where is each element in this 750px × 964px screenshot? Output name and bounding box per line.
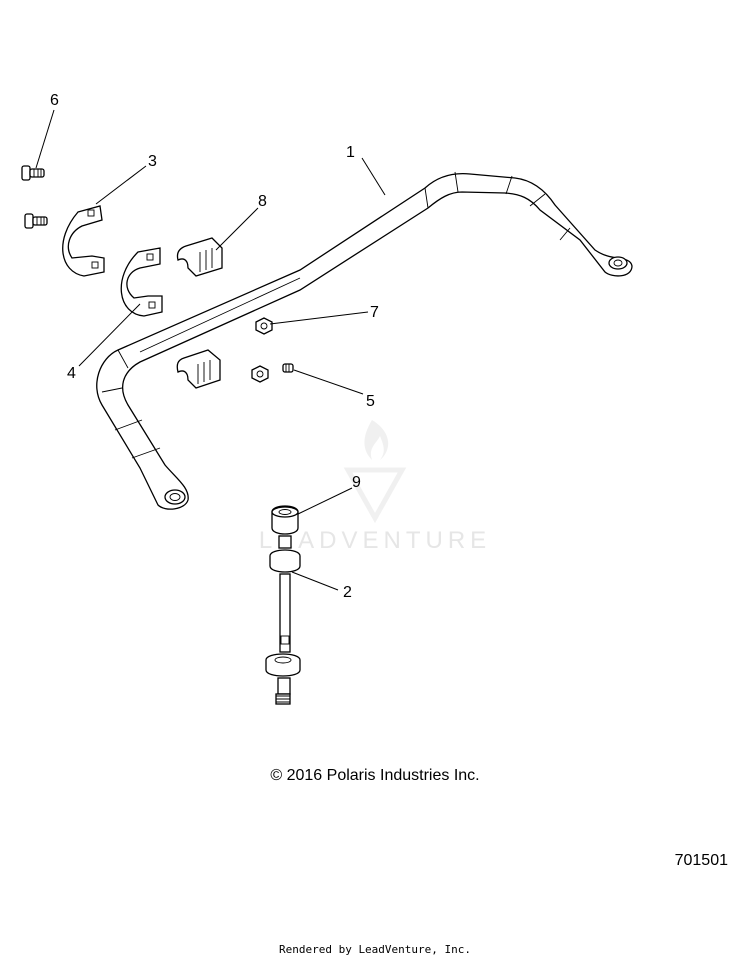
callout-2: 2	[343, 584, 352, 601]
nut-upper	[255, 317, 273, 335]
bolt-lower	[24, 213, 48, 229]
mounting-bracket-lower	[120, 247, 163, 317]
nut-lower	[251, 365, 269, 383]
stabilizer-link	[265, 505, 301, 705]
callout-6: 6	[50, 92, 59, 109]
callout-5: 5	[366, 393, 375, 410]
callout-8: 8	[258, 193, 267, 210]
callout-4: 4	[67, 365, 76, 382]
bushing-lower	[176, 349, 221, 389]
leader-lines	[35, 109, 386, 591]
mounting-bracket-upper	[62, 205, 105, 277]
copyright-notice: © 2016 Polaris Industries Inc.	[270, 767, 480, 784]
drawing-number: 701501	[674, 852, 728, 869]
watermark-logo	[343, 420, 407, 524]
grease-fitting	[282, 363, 294, 373]
callout-9: 9	[352, 474, 361, 491]
rendered-by-credit: Rendered by LeadVenture, Inc.	[278, 943, 472, 956]
callout-3: 3	[148, 153, 157, 170]
bushing-upper	[176, 237, 223, 277]
bolt-upper	[21, 165, 45, 181]
callout-7: 7	[370, 304, 379, 321]
stabilizer-bar	[96, 171, 633, 510]
callout-1: 1	[346, 144, 355, 161]
